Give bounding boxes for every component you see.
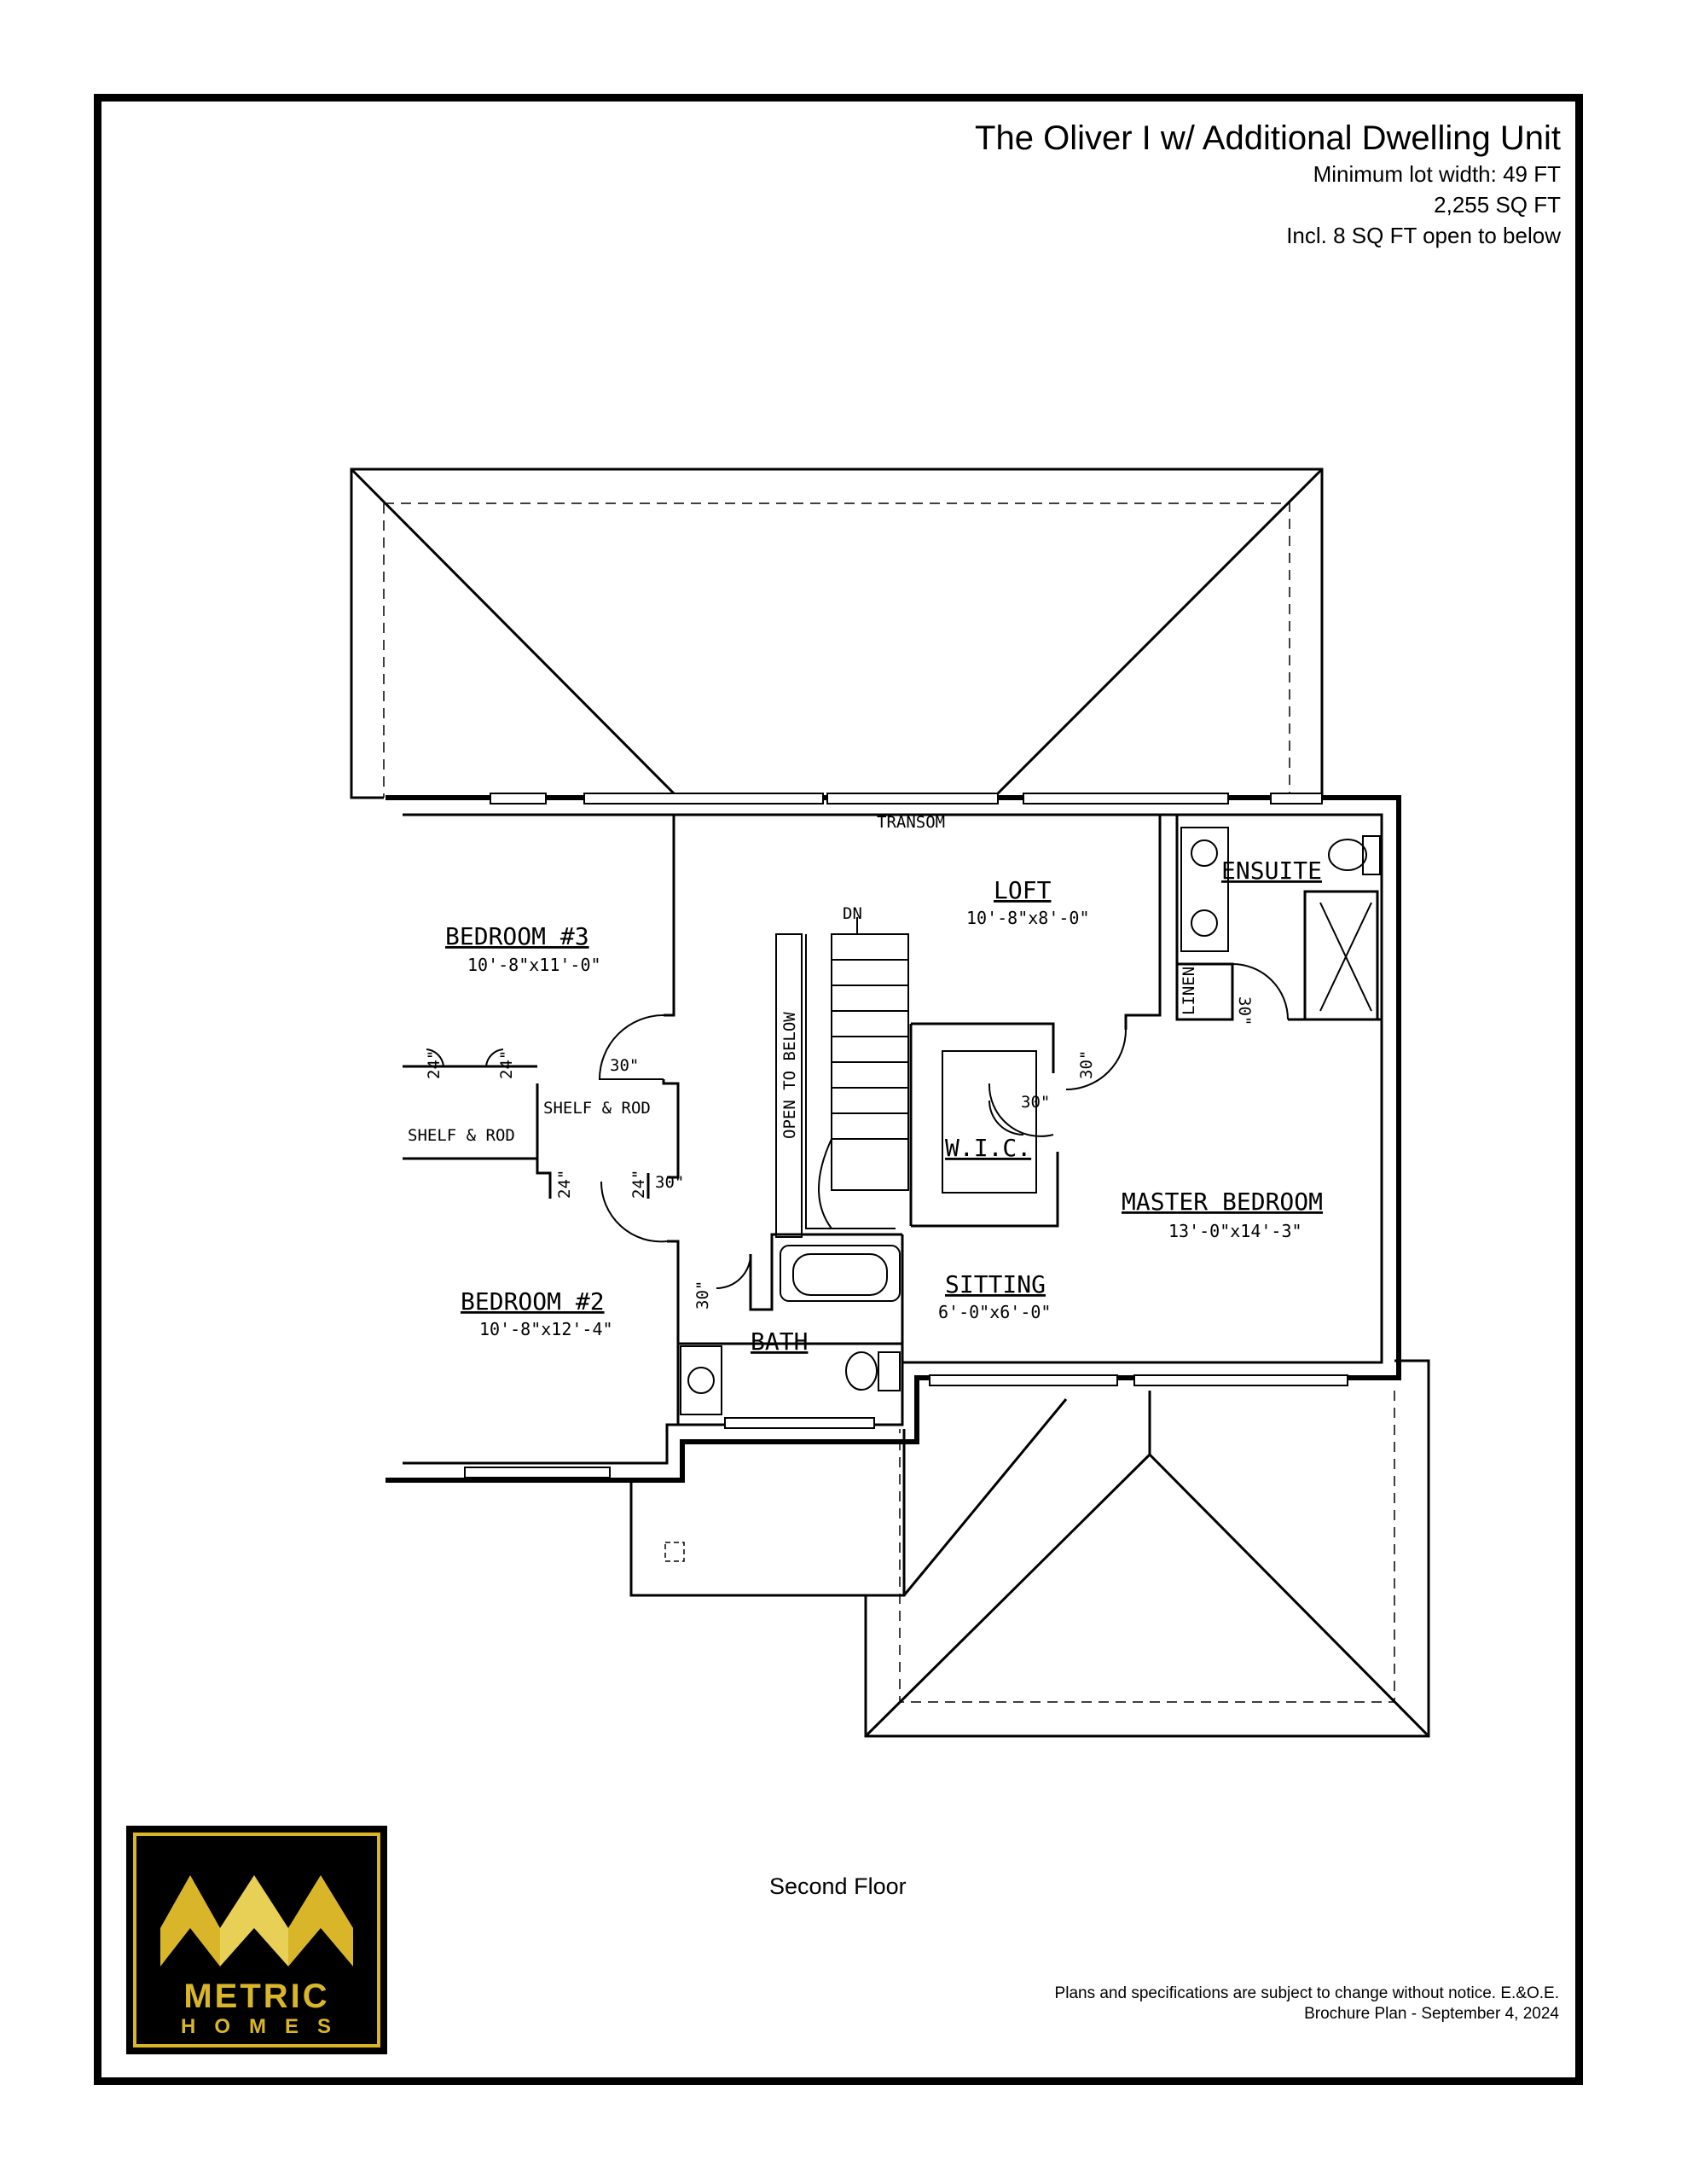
- plan-header: The Oliver I w/ Additional Dwelling Unit…: [975, 118, 1561, 251]
- ensuite-label: ENSUITE: [1221, 857, 1322, 885]
- plan-title: The Oliver I w/ Additional Dwelling Unit: [975, 119, 1561, 157]
- sitting-dims: 6'-0"x6'-0": [938, 1302, 1051, 1322]
- bedroom-3-dims: 10'-8"x11'-0": [467, 955, 601, 975]
- bedroom-3-label: BEDROOM #3: [445, 922, 589, 950]
- linen-note: LINEN: [1180, 967, 1198, 1015]
- logo-border: [133, 1833, 380, 2048]
- door-30-note-5: 30": [1021, 1093, 1050, 1112]
- stair-down-note: DN: [843, 904, 862, 923]
- plan-notes: TRANSOM DN OPEN TO BELOW LINEN SHELF & R…: [408, 813, 1254, 1310]
- metric-homes-logo: METRIC HOMES: [126, 1826, 387, 2054]
- loft-dims: 10'-8"x8'-0": [966, 908, 1090, 928]
- shelf-rod-note-1: SHELF & ROD: [543, 1099, 651, 1118]
- floor-label: Second Floor: [769, 1873, 907, 1899]
- logo-word-metric: METRIC: [183, 1978, 330, 2015]
- plan-date: Brochure Plan - September 4, 2024: [1304, 2005, 1559, 2023]
- exterior-walls: [386, 795, 1401, 1483]
- sitting-label: SITTING: [945, 1270, 1046, 1298]
- stair: [775, 917, 909, 1238]
- lot-width: Minimum lot width: 49 FT: [1313, 161, 1561, 187]
- door-24-note-4: 24": [629, 1170, 648, 1199]
- master-bedroom-label: MASTER BEDROOM: [1122, 1188, 1323, 1216]
- door-swings: [426, 963, 1289, 1289]
- logo-word-homes: HOMES: [180, 2015, 350, 2038]
- shelf-rod-note-2: SHELF & ROD: [408, 1126, 515, 1145]
- door-24-note-2: 24": [497, 1050, 516, 1079]
- door-24-note-3: 24": [555, 1170, 574, 1199]
- door-30-note-2: 30": [655, 1173, 684, 1192]
- bedroom-2-dims: 10'-8"x12'-4": [479, 1319, 613, 1339]
- door-24-note-1: 24": [425, 1050, 443, 1079]
- door-30-note-4: 30": [1077, 1050, 1096, 1079]
- bath-label: BATH: [751, 1327, 808, 1356]
- door-30-note-6: 30": [1235, 996, 1254, 1025]
- open-below-area: Incl. 8 SQ FT open to below: [1286, 223, 1561, 248]
- master-bedroom-dims: 13'-0"x14'-3": [1168, 1221, 1302, 1241]
- roof-outline: [350, 468, 1430, 1738]
- fixtures: [680, 827, 1381, 1415]
- logo-mark-icon: [160, 1875, 353, 1966]
- door-30-note-3: 30": [693, 1281, 712, 1310]
- interior-walls: [403, 815, 1382, 1425]
- loft-label: LOFT: [994, 876, 1052, 904]
- disclaimer: Plans and specifications are subject to …: [1054, 1984, 1559, 2002]
- square-footage: 2,255 SQ FT: [1434, 192, 1561, 218]
- plan-footer: Plans and specifications are subject to …: [1055, 1984, 1559, 2024]
- room-labels: BEDROOM #3 10'-8"x11'-0" BEDROOM #2 10'-…: [445, 857, 1323, 1356]
- wic-label: W.I.C.: [945, 1134, 1031, 1162]
- door-30-note-1: 30": [610, 1056, 639, 1075]
- page-frame: [94, 94, 1583, 2085]
- bedroom-2-label: BEDROOM #2: [461, 1287, 605, 1316]
- transom-note: TRANSOM: [877, 813, 945, 832]
- open-to-below-note: OPEN TO BELOW: [780, 1012, 799, 1139]
- windows: [464, 793, 1348, 1478]
